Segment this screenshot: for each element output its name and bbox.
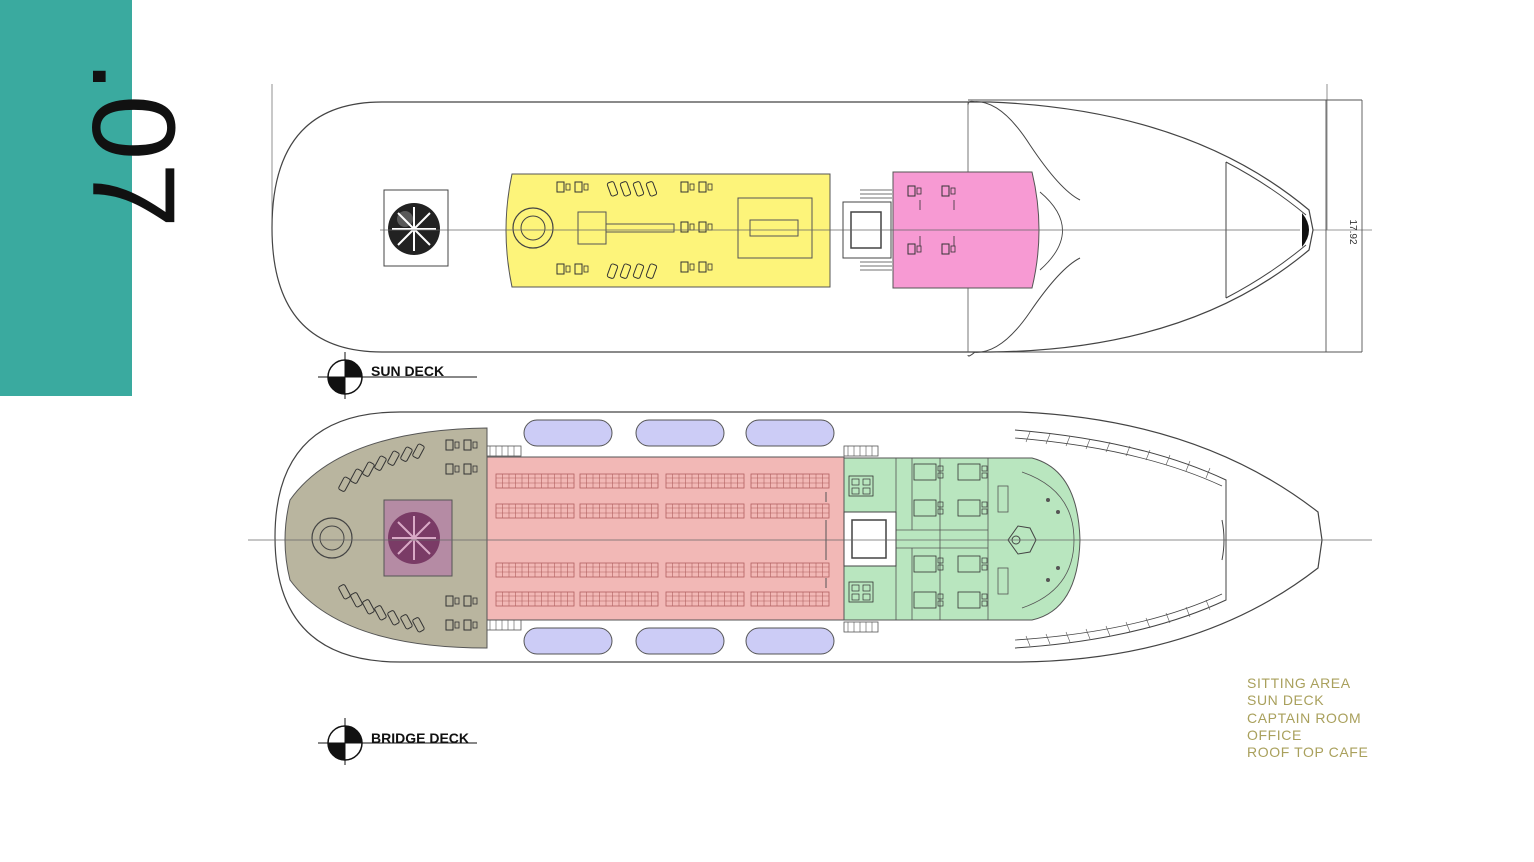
sun-deck-label: SUN DECK: [371, 363, 444, 379]
legend-item: OFFICE: [1247, 726, 1302, 743]
bridge-deck-plan: [248, 411, 1372, 663]
lifeboat: [745, 627, 835, 655]
roof-top-cafe-zone: [486, 456, 845, 621]
steering-wheel-icon: [311, 517, 353, 559]
lifeboat: [523, 627, 613, 655]
legend-item: CAPTAIN ROOM: [1247, 709, 1362, 726]
slide-number-tab: .07: [0, 0, 199, 396]
north-arrow-icon: [318, 352, 477, 399]
lifeboat: [523, 419, 613, 447]
lifeboat: [745, 419, 835, 447]
legend: SITTING AREA SUN DECK CAPTAIN ROOM OFFIC…: [1247, 675, 1368, 761]
sun-deck-plan: 17.92: [271, 84, 1372, 357]
lifeboat: [635, 419, 725, 447]
dimension-label: 17.92: [1347, 219, 1358, 244]
legend-item: SITTING AREA: [1247, 675, 1351, 691]
legend-item: SUN DECK: [1247, 692, 1325, 709]
legend-item: ROOF TOP CAFE: [1247, 744, 1369, 761]
north-arrow-icon: [318, 718, 477, 765]
tree-icon: [388, 512, 440, 564]
steering-wheel-icon: [512, 207, 554, 249]
tree-icon: [388, 203, 440, 255]
lifeboat: [635, 627, 725, 655]
sun-deck-zone: [505, 173, 831, 288]
bridge-deck-label: BRIDGE DECK: [371, 730, 469, 746]
